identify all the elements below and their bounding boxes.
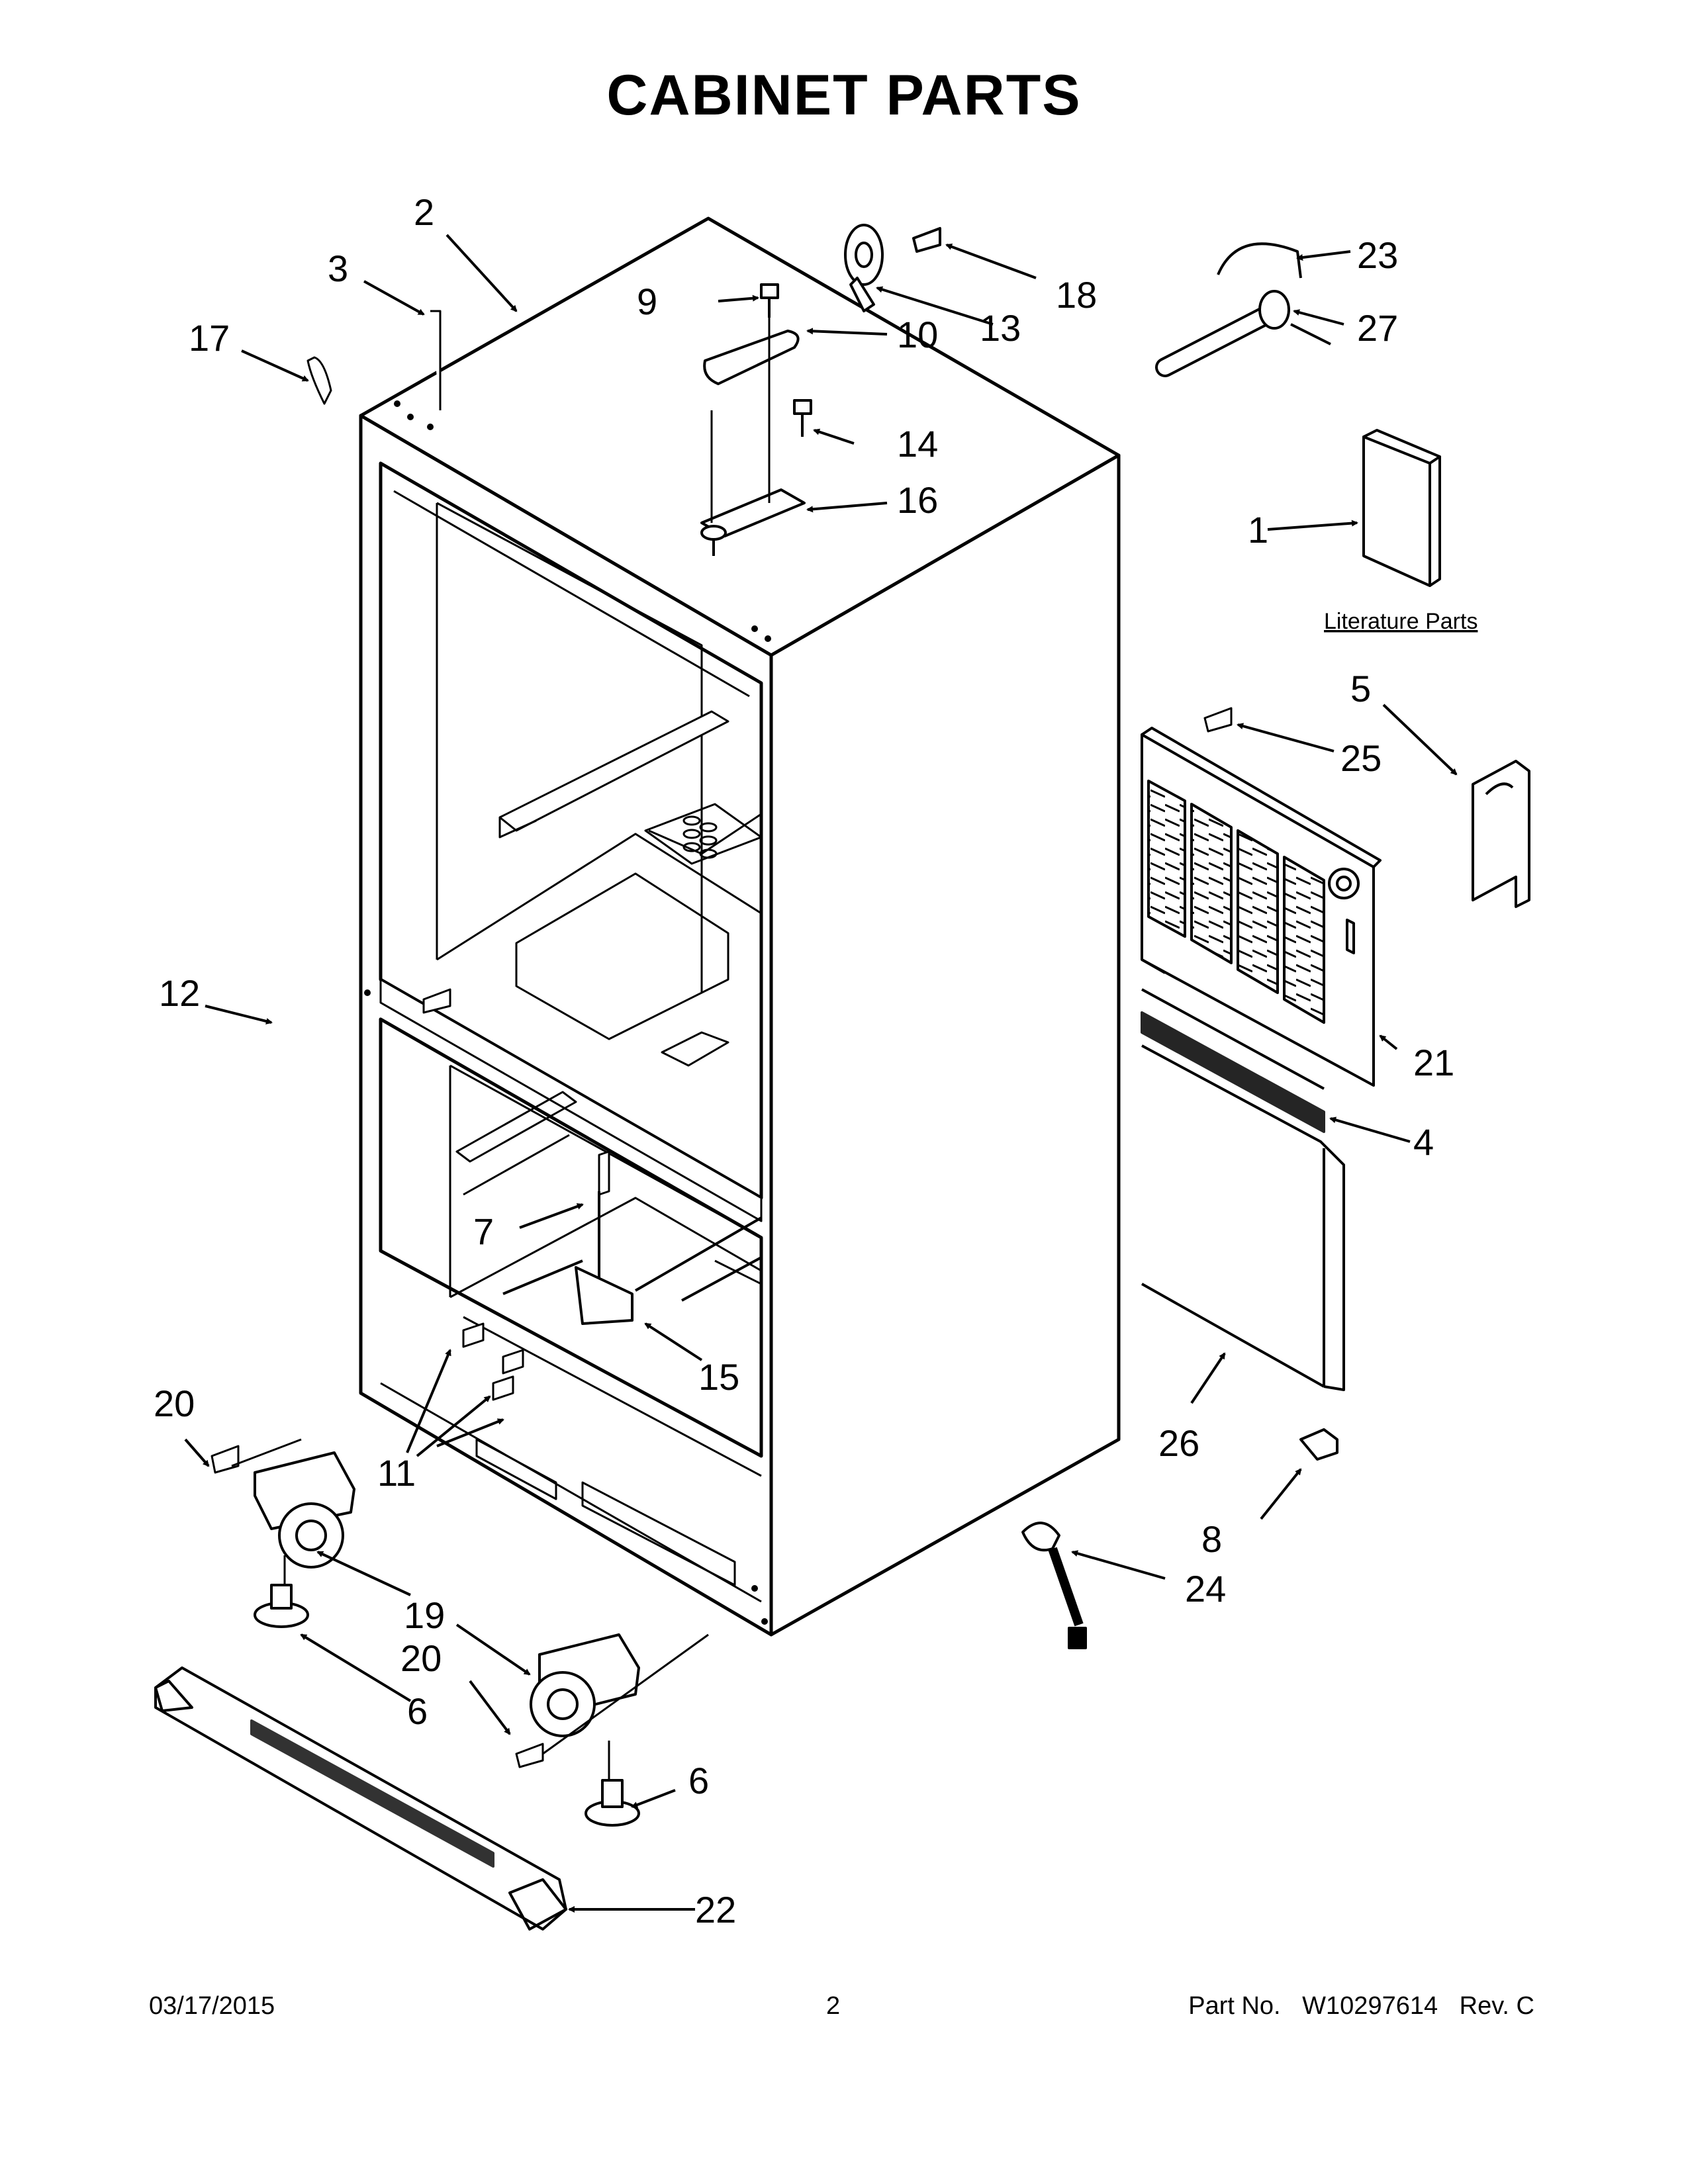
literature-parts-label: Literature Parts (1324, 609, 1477, 634)
drain-bracket (502, 1191, 763, 1325)
callout-23: 23 (1357, 234, 1398, 276)
part-no-value: W10297614 (1302, 1992, 1438, 2020)
callout-19: 19 (404, 1594, 445, 1636)
trim-clip (1472, 760, 1530, 908)
callout-5: 5 (1350, 668, 1371, 709)
footer-part-number: Part No. W10297614 Rev. C (1174, 1992, 1534, 2021)
cabinet-body (359, 216, 1121, 1637)
callout-13: 13 (980, 307, 1021, 349)
callout-18: 18 (1056, 274, 1097, 316)
callout-21: 21 (1413, 1042, 1454, 1083)
callout-10: 10 (897, 314, 938, 355)
revision: Rev. C (1459, 1992, 1534, 2020)
front-roller-left (254, 1451, 355, 1628)
small-clip (1299, 1428, 1338, 1461)
callout-12: 12 (159, 972, 200, 1014)
callout-7: 7 (473, 1210, 494, 1252)
door-closer-part (844, 224, 941, 312)
toe-grille (154, 1666, 567, 1931)
callout-24: 24 (1185, 1568, 1226, 1610)
back-grille-panel (1141, 727, 1382, 1087)
top-hinge-assembly (700, 283, 812, 556)
footer-date: 03/17/2015 (149, 1992, 275, 2020)
callout-3: 3 (328, 248, 348, 289)
callout-1: 1 (1248, 509, 1268, 551)
callout-20-right: 20 (400, 1637, 442, 1679)
callout-26: 26 (1158, 1422, 1199, 1464)
callout-14: 14 (897, 423, 938, 465)
wire-harness (1021, 1522, 1087, 1649)
callout-8: 8 (1201, 1518, 1222, 1560)
callout-2: 2 (414, 191, 434, 233)
callout-15: 15 (698, 1356, 739, 1398)
callout-16: 16 (897, 479, 938, 521)
callout-27: 27 (1357, 307, 1398, 349)
page-title: CABINET PARTS (606, 64, 1082, 127)
callout-17: 17 (189, 317, 230, 359)
part-no-label: Part No. (1188, 1992, 1281, 2020)
screw-parts (211, 310, 1233, 1768)
seal-strip (1141, 958, 1325, 1133)
callout-9: 9 (637, 281, 657, 322)
footer-page-number: 2 (826, 1992, 841, 2020)
base-cover-panel (1141, 1044, 1345, 1391)
water-tube-part (1155, 242, 1331, 377)
callout-6-right: 6 (688, 1760, 709, 1801)
callout-11: 11 (377, 1452, 416, 1494)
callout-22: 22 (695, 1889, 736, 1931)
callout-4: 4 (1413, 1121, 1434, 1163)
callout-6-left: 6 (407, 1690, 428, 1732)
literature-book (1362, 429, 1441, 587)
callout-arrows (184, 234, 1458, 1913)
callout-25: 25 (1340, 737, 1382, 779)
front-roller-right (530, 1633, 640, 1827)
callout-20-left: 20 (154, 1383, 195, 1424)
